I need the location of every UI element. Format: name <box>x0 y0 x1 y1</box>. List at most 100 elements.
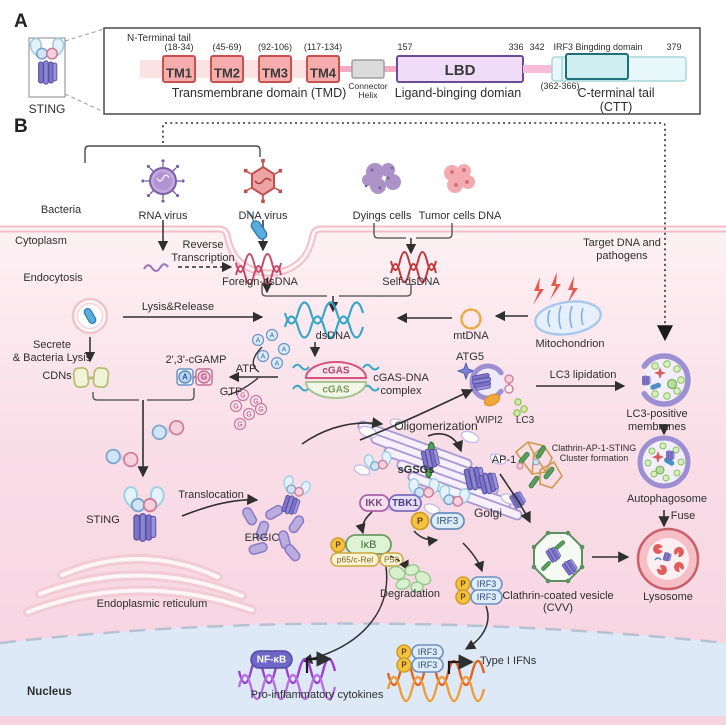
n-terminal-tail-label: N-Terminal tail <box>127 33 191 44</box>
cgas-top-label: cGAS <box>322 366 350 377</box>
tumor-dna-label: Tumor cells DNA <box>418 210 502 222</box>
cdn-cgamp-bracket <box>92 388 195 401</box>
cdns-icon <box>72 366 110 389</box>
foreign-dsdna-icon <box>235 253 282 285</box>
atp-gtp-arrows <box>227 346 278 396</box>
lc3-membranes-label: LC3-positive membranes <box>626 408 688 433</box>
mitochondrion-icon <box>533 272 602 336</box>
wipi2-label: WIPI2 <box>475 415 503 426</box>
rna-virus-label: RNA virus <box>138 210 188 222</box>
lc3-dots <box>513 398 528 417</box>
irf3-transcription: P P IRF3 IRF3 <box>386 644 486 703</box>
irf3-range: (362-366) <box>540 81 580 91</box>
cgas-bottom-label: cGAS <box>322 385 350 396</box>
pos-342: 342 <box>529 42 545 52</box>
top-connectors <box>84 122 673 342</box>
atp-label: ATP <box>235 363 257 375</box>
ergic-label: ERGIC <box>244 532 280 544</box>
lbd-caption: Ligand-binging domian <box>394 86 522 100</box>
p-irf3-dimer-nucleus: P P IRF3 IRF3 <box>396 644 444 673</box>
degradation-icon <box>388 564 432 593</box>
nucleus-region <box>0 623 726 716</box>
cgamp-icon: A G <box>176 368 213 386</box>
tm3-range: (92-106) <box>257 42 293 52</box>
foreign-dsdna-label: Foreign-dsDNA <box>222 276 298 288</box>
tm1-range: (18-34) <box>164 42 194 52</box>
svg-text:IRF3: IRF3 <box>477 579 497 589</box>
fuse-label: Fuse <box>670 510 696 522</box>
connector-helix-box <box>351 59 385 79</box>
stress-lightning-icons <box>533 272 578 305</box>
pos-336: 336 <box>508 42 524 52</box>
svg-text:G: G <box>246 411 251 418</box>
mitochondrion-label: Mitochondrion <box>535 338 605 350</box>
svg-text:P: P <box>401 661 407 670</box>
panel-a-domain-map: TM1 TM2 TM3 TM4 LBD <box>28 27 701 115</box>
gtp-label: GTP <box>219 386 243 398</box>
cdns-label: CDNs <box>42 370 72 382</box>
cgamp-label: 2',3'-cGAMP <box>165 354 227 366</box>
endocytosis-label: Endocytosis <box>23 272 83 284</box>
tm1-label: TM1 <box>166 65 192 80</box>
ap1-label: AP-1 <box>491 454 517 466</box>
rna-strand-icon <box>143 263 169 272</box>
svg-text:A: A <box>270 332 275 339</box>
svg-text:A: A <box>275 360 280 367</box>
cgamp-a-letter: A <box>182 373 188 382</box>
mtdna-label: mtDNA <box>453 330 489 342</box>
tbk1-label: TBK1 <box>392 498 419 509</box>
lc3-lipidation-label: LC3 lipidation <box>549 369 617 381</box>
golgi-icon <box>353 418 523 521</box>
oligomerization-arrows <box>301 389 474 453</box>
lysosome-icon <box>636 527 700 591</box>
sting-b-label: STING <box>86 514 120 526</box>
autophagosome-label: Autophagosome <box>626 493 708 505</box>
cytoplasm-label: Cytoplasm <box>15 235 67 247</box>
lc3-label: LC3 <box>515 415 535 426</box>
ikk-label: IKK <box>365 498 383 509</box>
degradation-label: Degradation <box>380 588 440 600</box>
svg-text:A: A <box>261 353 266 360</box>
sgsgs-label: sGSGs <box>397 464 435 476</box>
nucleus-label: Nucleus <box>27 686 72 698</box>
nuclear-envelope <box>0 622 726 645</box>
tm3-box <box>258 55 292 83</box>
pos-157: 157 <box>397 42 413 52</box>
lbd-label: LBD <box>445 62 476 79</box>
ap1-clathrin-cluster-icon <box>508 441 563 510</box>
lc3-positive-membrane-icon <box>641 353 691 407</box>
irf3-domain-label: IRF3 Bingding domain <box>553 42 643 52</box>
endoplasmic-reticulum-icon <box>23 554 257 617</box>
svg-text:G: G <box>237 421 242 428</box>
cgamp-g-letter: G <box>201 373 207 382</box>
dna-virus-label: DNA virus <box>238 210 288 222</box>
pos-379: 379 <box>666 42 682 52</box>
svg-text:G: G <box>233 403 238 410</box>
svg-text:p65/c-Rel: p65/c-Rel <box>337 554 373 564</box>
clathrin-cluster-label: Clathrin-AP-1-STING Cluster formation <box>551 443 637 464</box>
rna-virus-icon <box>141 159 185 203</box>
atg5-wipi2-structure <box>456 361 528 417</box>
svg-text:P: P <box>417 516 423 526</box>
svg-text:IRF3: IRF3 <box>437 516 459 527</box>
nfkb-label: NF-κB <box>257 655 286 666</box>
self-dsdna-icon <box>390 251 437 283</box>
translocation-label: Translocation <box>178 489 244 501</box>
ikb-complex: P IκB p65/c-Rel P50 <box>330 534 404 567</box>
ccv-abbr-label: (CVV) <box>543 602 573 614</box>
svg-text:P: P <box>460 593 466 602</box>
ikk-tbk1-complex: IKK TBK1 <box>359 494 422 512</box>
pro-cytokines-label: Pro-inflammatory cytokines <box>250 689 384 701</box>
autophagosome-icon <box>637 435 691 489</box>
svg-text:IRF3: IRF3 <box>418 647 438 657</box>
panel-b-letter: B <box>14 116 28 137</box>
tm4-range: (117-134) <box>303 42 343 52</box>
ccv-label: Clathrin-coated vesicle <box>502 590 614 602</box>
target-dna-label: Target DNA and pathogens <box>583 237 661 262</box>
atg5-label: ATG5 <box>456 351 484 363</box>
cgas-dna-complex-icon: cGAS cGAS <box>292 361 380 399</box>
svg-text:IRF3: IRF3 <box>477 592 497 602</box>
p-irf3-dimer-cytoplasm: P P IRF3 IRF3 <box>455 576 503 605</box>
tm3-label: TM3 <box>262 65 288 80</box>
tumor-cells-icon <box>444 164 475 193</box>
